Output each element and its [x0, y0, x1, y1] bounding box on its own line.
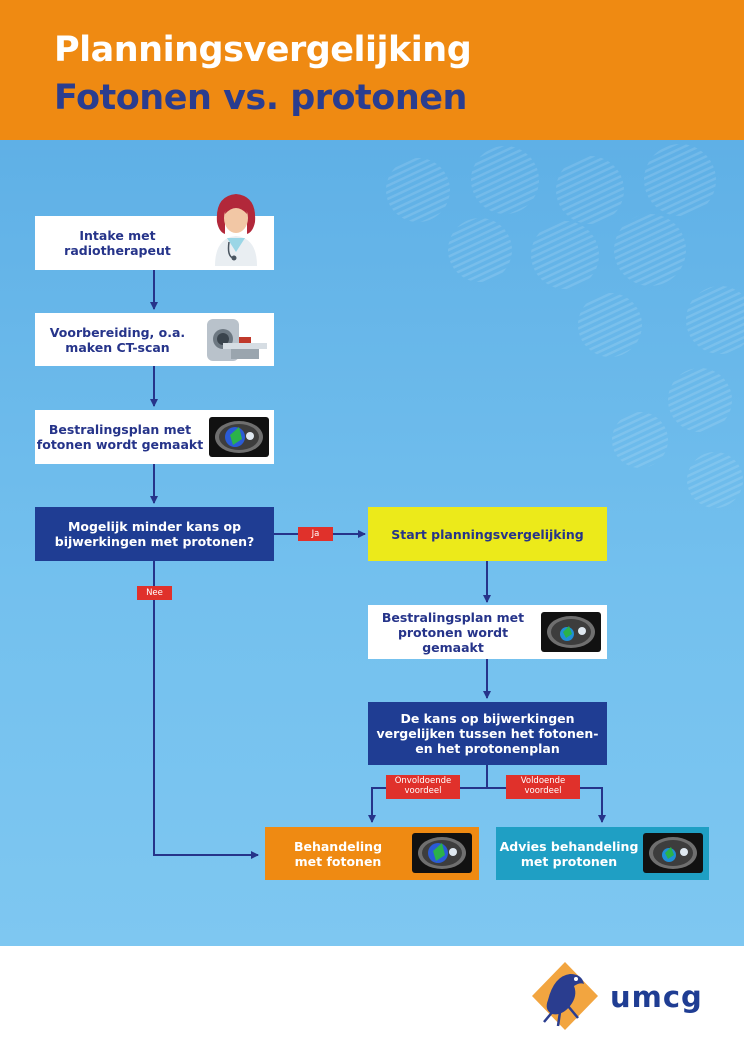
step-intake-label: Intake met radiotherapeut — [64, 228, 171, 258]
step-proton-plan-label: Bestralingsplan met protonen wordt gemaa… — [381, 609, 525, 655]
ct-scan-image-icon — [643, 833, 703, 873]
decision-fewer-side-effects: Mogelijk minder kans op bijwerkingen met… — [35, 507, 274, 561]
outcome-photon-treatment-label: Behandeling met fotonen — [293, 838, 383, 869]
page-title: Planningsvergelijking — [54, 30, 472, 70]
ct-scanner-icon — [207, 319, 267, 361]
tag-no: Nee — [137, 586, 172, 600]
doctor-icon — [215, 194, 257, 266]
step-compare-plans-label: De kans op bijwerkingen vergelijken tuss… — [376, 711, 599, 756]
step-preparation-label: Voorbereiding, o.a. maken CT-scan — [49, 324, 186, 355]
page-subtitle: Fotonen vs. protonen — [54, 78, 467, 118]
tag-yes: Ja — [298, 527, 333, 541]
umcg-logo-icon — [532, 962, 598, 1030]
tag-sufficient-benefit: Voldoende voordeel — [506, 775, 580, 799]
step-photon-plan-label: Bestralingsplan met fotonen wordt gemaak… — [36, 422, 204, 452]
decision-label: Mogelijk minder kans op bijwerkingen met… — [54, 519, 255, 549]
step-start-comparison-label: Start planningsvergelijking — [391, 526, 584, 542]
step-start-comparison: Start planningsvergelijking — [368, 507, 607, 561]
ct-scan-image-icon — [209, 417, 269, 457]
header-bar: Planningsvergelijking Fotonen vs. proton… — [0, 0, 744, 140]
tag-insufficient-benefit: Onvoldoende voordeel — [386, 775, 460, 799]
umcg-logo-text: umcg — [610, 980, 703, 1014]
ct-scan-image-icon — [541, 612, 601, 652]
footer — [0, 946, 744, 1052]
background-decoration — [386, 144, 744, 508]
outcome-proton-advice-label: Advies behandeling met protonen — [499, 838, 639, 869]
step-compare-plans: De kans op bijwerkingen vergelijken tuss… — [368, 702, 607, 765]
ct-scan-image-icon — [412, 833, 472, 873]
